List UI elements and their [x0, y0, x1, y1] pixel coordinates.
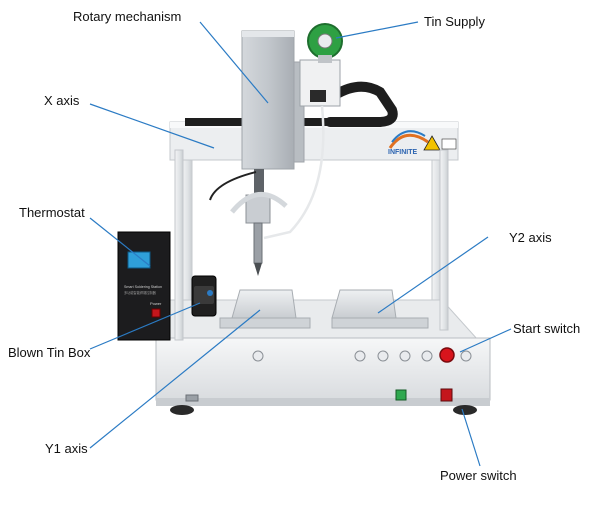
leader-start-switch [459, 328, 512, 353]
thermostat-power-button[interactable] [151, 308, 161, 318]
callout-rotary-mechanism: Rotary mechanism [73, 9, 182, 24]
blown-tin-box-port [207, 290, 213, 296]
leader-y1-axis [89, 309, 261, 449]
z-axis-housing [241, 30, 295, 170]
knob[interactable] [377, 350, 389, 362]
z-axis-housing-edge [242, 31, 294, 37]
drag-chain [325, 81, 398, 127]
indicator-switch[interactable] [395, 389, 407, 401]
thermostat-controller [117, 231, 171, 341]
knob[interactable] [421, 350, 433, 362]
knob[interactable] [354, 350, 366, 362]
solder-guide-arc [230, 191, 288, 214]
serial-port [185, 394, 199, 402]
leader-lines [89, 21, 512, 467]
thermostat-model-text-cn: 多功能智能焊锡控制器 [124, 290, 157, 295]
x-axis-beam [169, 121, 459, 161]
leader-tin-supply [335, 21, 419, 39]
knob[interactable] [399, 350, 411, 362]
soldering-iron [253, 222, 263, 264]
callout-start-switch: Start switch [513, 321, 581, 336]
power-switch[interactable] [440, 388, 453, 402]
brand-text: INFINITE [388, 149, 417, 156]
front-left-post [174, 149, 184, 341]
y2-plate-base [331, 317, 429, 329]
tin-spool-mount [318, 55, 332, 63]
start-button[interactable] [439, 347, 455, 363]
tin-feed-tube [263, 105, 325, 240]
caution-sticker [441, 138, 457, 150]
base-front-panel [155, 337, 491, 401]
thermostat-lcd [127, 251, 151, 269]
thermostat-model-text: Smart Soldering Station [124, 285, 162, 289]
brand-logo [388, 130, 429, 149]
leader-power-switch [461, 408, 481, 467]
front-right-post [439, 149, 449, 331]
base-bottom-edge [156, 398, 490, 406]
callout-tin-supply: Tin Supply [424, 14, 485, 29]
iron-cable [209, 171, 257, 201]
foot-left [170, 405, 194, 415]
soldering-tip [254, 263, 262, 276]
callout-power-switch: Power switch [440, 468, 517, 483]
leader-y2-axis [377, 236, 489, 314]
y2-work-plate [331, 289, 397, 319]
y1-plate-base [219, 317, 311, 329]
soldering-head-shaft [254, 169, 264, 195]
warning-sticker [423, 135, 441, 151]
y1-work-plate [231, 289, 297, 319]
leader-blown-tin-box [89, 302, 201, 350]
z-axis-bracket [293, 61, 305, 163]
tin-spool-hub [317, 33, 333, 49]
thermostat-power-text: Power [150, 301, 162, 306]
knob[interactable] [252, 350, 264, 362]
callout-y2-axis: Y2 axis [509, 230, 552, 245]
callout-y1-axis: Y1 axis [45, 441, 88, 456]
front-knobs [252, 350, 472, 362]
foot-right [453, 405, 477, 415]
callout-blown-tin-box: Blown Tin Box [8, 345, 91, 360]
leader-thermostat [89, 217, 151, 267]
callout-thermostat: Thermostat [19, 205, 85, 220]
knob[interactable] [460, 350, 472, 362]
tin-feeder-slot [310, 90, 326, 102]
callout-x-axis: X axis [44, 93, 80, 108]
leader-x-axis [89, 103, 215, 149]
leader-rotary-mechanism [199, 21, 269, 104]
